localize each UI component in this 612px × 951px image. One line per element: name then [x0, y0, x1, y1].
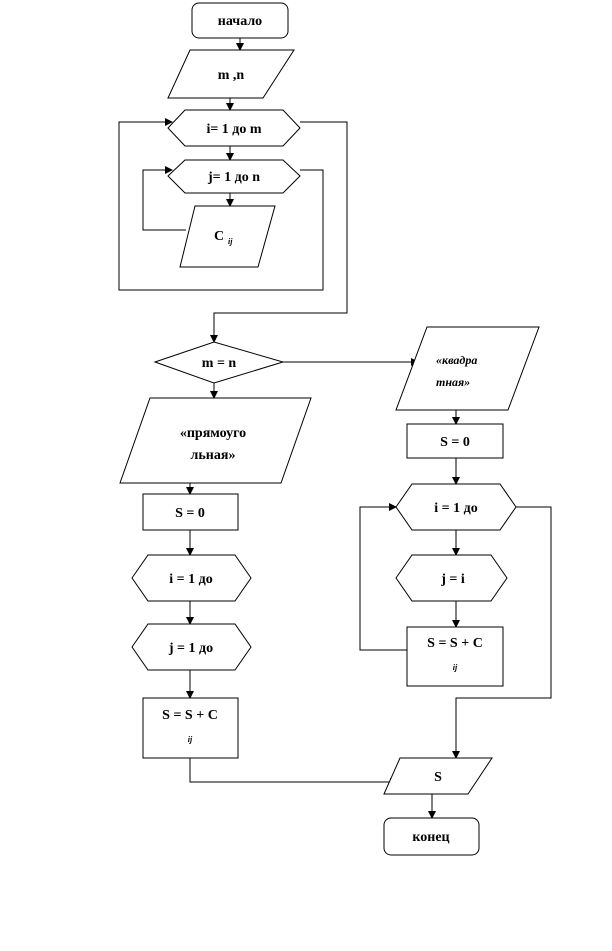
loop-i-block: i= 1 до m [167, 109, 301, 147]
left-loop-j-block: j = 1 до [131, 623, 252, 671]
svg-text:ij: ij [188, 735, 193, 744]
svg-text:ij: ij [228, 237, 233, 246]
right-s0-block: S = 0 [406, 423, 504, 459]
left-sum-block: S = S + C ij [142, 697, 239, 759]
input-block: m ,n [167, 49, 295, 99]
svg-text:S = S + C: S = S + C [427, 636, 483, 651]
connectors [118, 38, 552, 819]
svg-text:S = S + C: S = S + C [162, 708, 218, 723]
rect-output-block: «прямоуго льная» [119, 397, 312, 484]
square-output-block: «квадра тная» [395, 326, 540, 411]
svg-text:льная»: льная» [191, 448, 236, 463]
right-loop-j-block: j = i [395, 554, 508, 602]
svg-text:C: C [214, 229, 224, 244]
svg-text:m ,n: m ,n [218, 68, 245, 83]
svg-text:начало: начало [218, 14, 262, 29]
svg-text:i= 1 до m: i= 1 до m [206, 122, 261, 137]
svg-text:j = i: j = i [440, 572, 465, 587]
svg-text:«прямоуго: «прямоуго [180, 426, 246, 441]
svg-text:i = 1 до: i = 1 до [434, 501, 477, 516]
loop-j-block: j= 1 до n [167, 159, 301, 194]
left-loop-i-block: i = 1 до [131, 554, 252, 602]
svg-text:S: S [434, 770, 442, 785]
end-block: конец [383, 817, 480, 856]
svg-text:j = 1 до: j = 1 до [168, 641, 213, 656]
svg-text:тная»: тная» [436, 375, 470, 389]
svg-text:ij: ij [453, 663, 458, 672]
svg-text:S = 0: S = 0 [440, 435, 470, 450]
right-loop-i-block: i = 1 до [395, 483, 517, 531]
svg-text:«квадра: «квадра [436, 353, 477, 367]
svg-text:S = 0: S = 0 [175, 506, 205, 521]
svg-text:j= 1 до n: j= 1 до n [207, 170, 260, 185]
svg-text:конец: конец [412, 830, 449, 845]
condition-block: m = n [153, 341, 285, 384]
output-block: S [383, 757, 493, 795]
svg-text:i = 1 до: i = 1 до [169, 572, 212, 587]
start-block: начало [191, 2, 289, 39]
right-sum-block: S = S + C ij [406, 626, 504, 687]
left-s0-block: S = 0 [142, 493, 239, 531]
svg-text:m = n: m = n [202, 356, 237, 371]
